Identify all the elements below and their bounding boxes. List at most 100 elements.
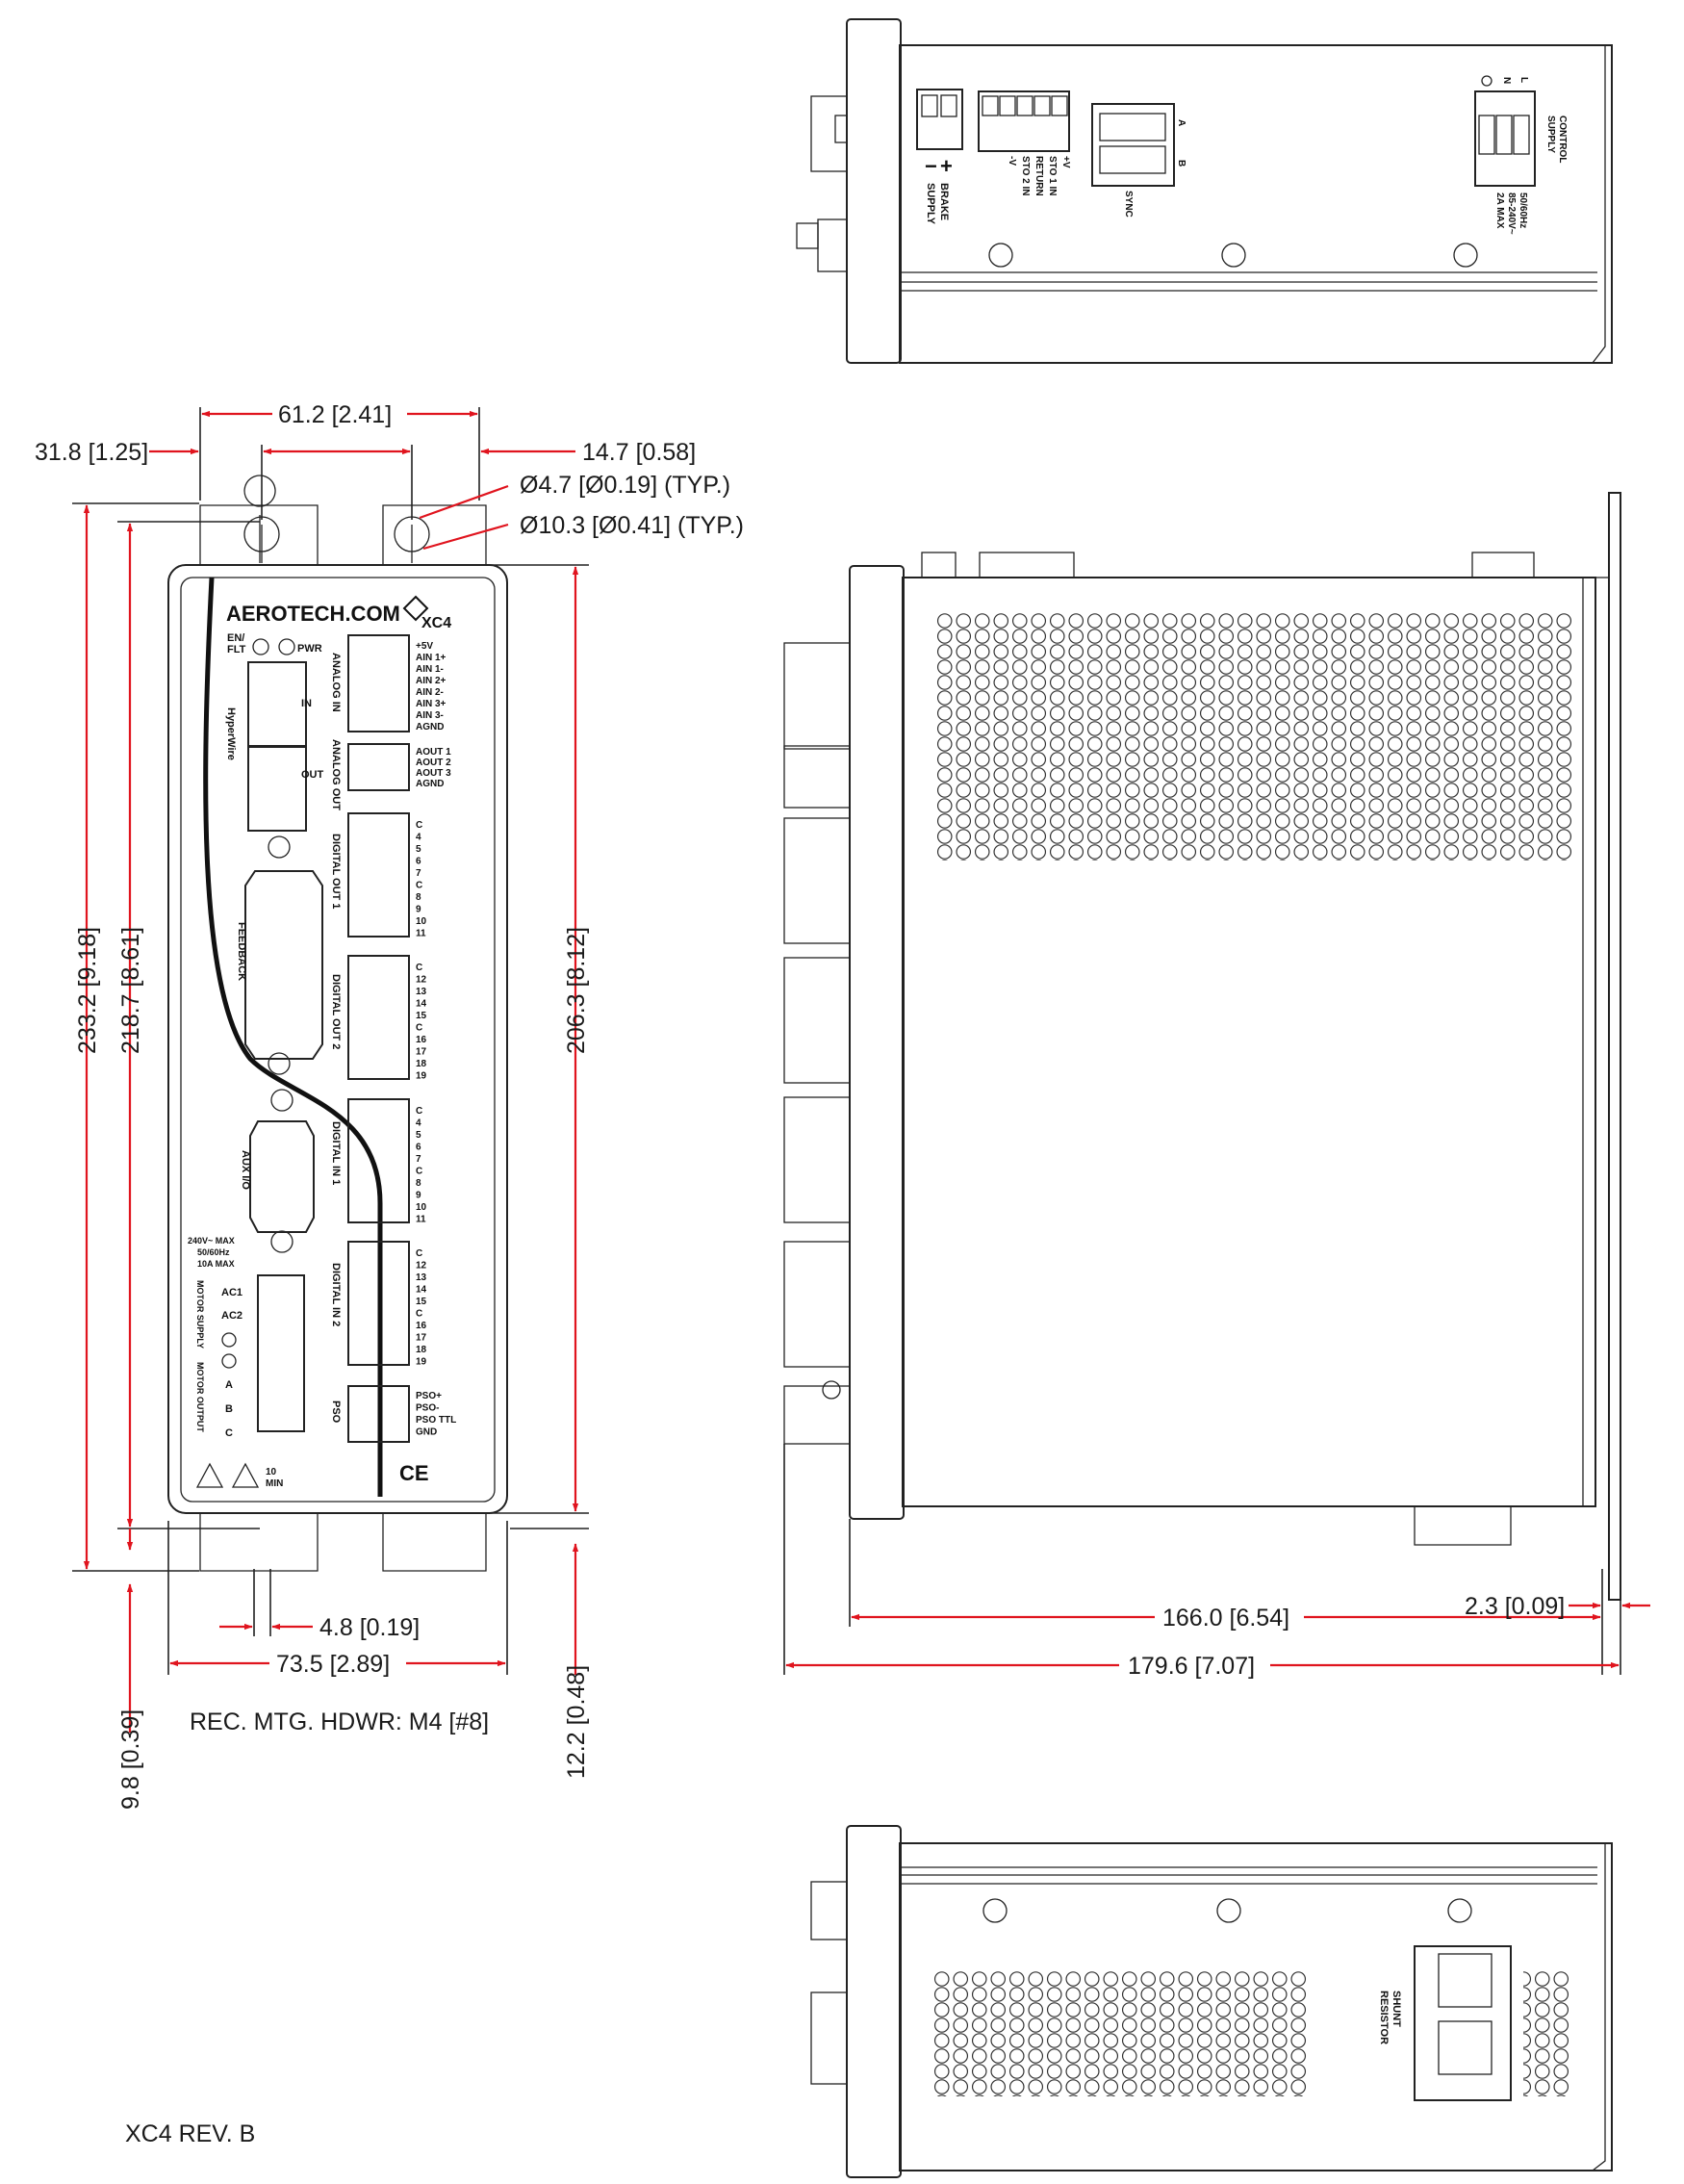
sto-label-3: RETURN (1033, 156, 1044, 196)
screw-icon (1221, 243, 1246, 268)
screw-icon (988, 243, 1013, 268)
phase-b-label: B (225, 1403, 233, 1415)
dim-166-0: 166.0 [6.54] (1162, 1605, 1289, 1632)
pin-label: AGND (416, 722, 444, 732)
brake-supply-label-2: SUPPLY (925, 183, 936, 225)
front-panel-outline (167, 564, 508, 1514)
bottom-view: SHUNT RESISTOR (810, 1825, 1613, 2178)
pin-label: 8 (416, 1178, 421, 1189)
pin-label: AOUT 2 (416, 758, 451, 768)
pin-label: 4 (416, 833, 421, 843)
vent-pattern (935, 613, 1573, 861)
pin-label: 12 (416, 975, 427, 986)
sync-a: A (1176, 119, 1186, 126)
pin-label: 8 (416, 892, 421, 903)
pin-label: 7 (416, 868, 421, 879)
pin-label: AIN 2- (416, 687, 444, 698)
led-en-flt-label: EN/ (227, 632, 244, 644)
feedback-label: FEEDBACK (236, 922, 247, 981)
pin-label: 12 (416, 1261, 427, 1272)
phase-a-label: A (225, 1379, 233, 1391)
pso-label: PSO (330, 1400, 342, 1424)
pin-label: PSO- (416, 1403, 439, 1414)
pin-label: AIN 1- (416, 664, 444, 675)
hyperwire-in-label: IN (301, 698, 312, 709)
pin-label: C (416, 963, 422, 973)
ground-icon (221, 1353, 237, 1369)
digital-in-2-terminal (347, 1241, 410, 1366)
ctrl-term-l: L (1518, 77, 1529, 83)
pin-label: C (416, 1167, 422, 1177)
hyperwire-label: HyperWire (225, 707, 237, 760)
vent-pattern (932, 1971, 1308, 2096)
ctrl-rating-2: 85-240V~ (1506, 193, 1517, 235)
pin-label: 9 (416, 1191, 421, 1201)
feedback-connector (244, 870, 323, 1060)
pin-label: 11 (416, 929, 426, 939)
pin-label: 18 (416, 1345, 427, 1355)
digital-in-1-terminal (347, 1098, 410, 1223)
ce-mark: CE (399, 1461, 429, 1485)
dim-73-5: 73.5 [2.89] (276, 1651, 390, 1678)
digital-in-2-label: DIGITAL IN 2 (330, 1263, 342, 1326)
pin-label: 13 (416, 987, 427, 997)
sto-label-4: STO 2 IN (1020, 156, 1031, 196)
bottom-view-front-bezel (846, 1825, 902, 2178)
dim-233-2: 233.2 [9.18] (74, 927, 101, 1054)
pin-label: 16 (416, 1035, 427, 1045)
screw-icon (1453, 243, 1478, 268)
dim-4-8: 4.8 [0.19] (319, 1614, 420, 1641)
dim-179-6: 179.6 [7.07] (1128, 1653, 1255, 1680)
wait-time-label-2: MIN (266, 1478, 283, 1489)
pin-label: 19 (416, 1357, 427, 1368)
pin-label: PSO+ (416, 1391, 442, 1401)
led-pwr-icon (278, 638, 295, 655)
shunt-resistor-connector (1414, 1945, 1512, 2101)
ctrl-rating-1: 50/60Hz (1518, 193, 1528, 228)
ctrl-rating-3: 2A MAX (1494, 193, 1505, 229)
pin-label: 10 (416, 1202, 427, 1213)
pin-label: PSO TTL (416, 1415, 456, 1426)
digital-in-1-label: DIGITAL IN 1 (330, 1121, 342, 1185)
brand-logo: AEROTECH.COM (226, 602, 400, 626)
phase-c-label: C (225, 1427, 233, 1439)
screw-icon (1216, 1898, 1241, 1923)
ground-icon (1481, 75, 1493, 87)
sto-label-2: STO 1 IN (1047, 156, 1058, 196)
led-en-flt-icon (252, 638, 269, 655)
led-en-flt-label-2: FLT (227, 644, 246, 655)
rating-3: 10A MAX (197, 1259, 235, 1269)
control-supply-label-2: SUPPLY (1545, 116, 1556, 153)
pin-label: 6 (416, 857, 421, 867)
dim-218-7: 218.7 [8.61] (117, 927, 144, 1054)
pin-label: C (416, 1309, 422, 1320)
ac1-label: AC1 (221, 1287, 242, 1298)
screw-icon (1447, 1898, 1472, 1923)
pin-label: 17 (416, 1333, 427, 1344)
side-view-front-bezel (849, 565, 905, 1520)
analog-out-terminal (347, 743, 410, 791)
dim-14-7: 14.7 [0.58] (582, 439, 696, 466)
pin-label: AIN 2+ (416, 676, 447, 686)
screw-icon (982, 1898, 1008, 1923)
warning-icon (195, 1462, 224, 1488)
dim-2-3: 2.3 [0.09] (1465, 1593, 1565, 1620)
pin-label: 10 (416, 916, 427, 927)
digital-out-1-terminal (347, 812, 410, 938)
decorative-swoosh (203, 577, 383, 1497)
brake-plus: + (940, 154, 953, 178)
digital-out-1-label: DIGITAL OUT 1 (330, 834, 342, 909)
pin-label: 18 (416, 1059, 427, 1069)
pin-label: C (416, 1106, 422, 1117)
vent-pattern (1523, 1971, 1569, 2096)
pin-label: 17 (416, 1047, 427, 1058)
led-pwr-label: PWR (297, 643, 322, 655)
pin-label: AGND (416, 779, 444, 789)
motor-output-label: MOTOR OUTPUT (195, 1362, 205, 1432)
top-view-front-bezel (846, 18, 902, 364)
dim-9-8: 9.8 [0.39] (117, 1709, 144, 1810)
brake-minus: − (925, 154, 937, 178)
motor-terminal-block (257, 1274, 305, 1432)
